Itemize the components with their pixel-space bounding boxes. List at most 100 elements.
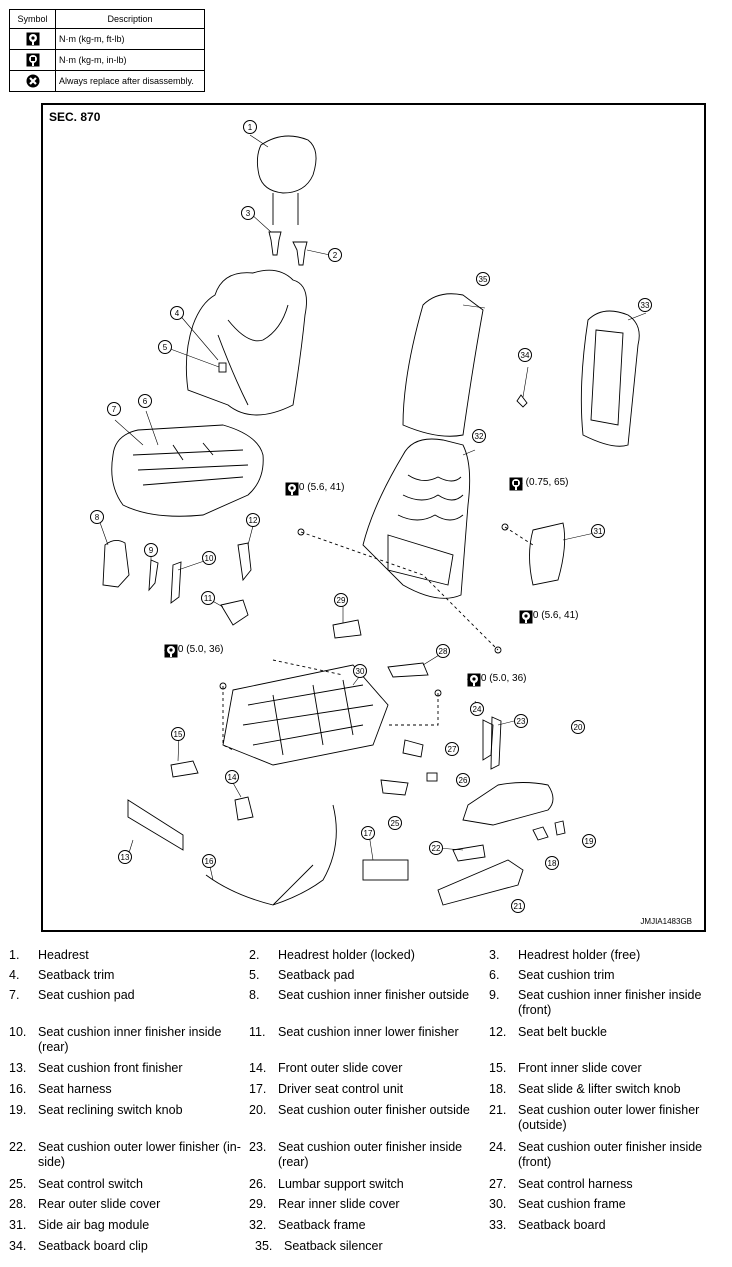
legend-text: Seatback silencer bbox=[284, 1239, 383, 1253]
legend-item: 26. Lumbar support switch bbox=[249, 1177, 489, 1197]
legend-number: 9. bbox=[489, 988, 500, 1002]
replace-x-icon bbox=[26, 74, 39, 88]
description-header: Description bbox=[55, 9, 205, 29]
legend-number: 26. bbox=[249, 1177, 267, 1191]
legend-number: 21. bbox=[489, 1103, 507, 1117]
callout-30: 30 bbox=[353, 664, 367, 678]
legend-item: 12.Seat belt buckle bbox=[489, 1025, 729, 1061]
legend-text: Seat slide & lifter switch knob bbox=[518, 1082, 681, 1096]
legend-text: Lumbar support switch bbox=[278, 1177, 404, 1191]
legend-item: 24. Seat cushion outer finisher inside (f… bbox=[489, 1140, 729, 1177]
legend-row: 22. Seat cushion outer lower finisher (in… bbox=[9, 1140, 729, 1177]
headrest-part bbox=[256, 135, 317, 225]
torque-value: 7.4 (0.75, 65) bbox=[509, 477, 569, 488]
legend-item: 31.Side air bag module bbox=[9, 1218, 249, 1239]
seatback-frame-part bbox=[362, 438, 471, 599]
legend-item: 3.Headrest holder (free) bbox=[489, 948, 729, 968]
legend-row: 10.Seat cushion inner finisher inside (r… bbox=[9, 1025, 729, 1061]
legend-text: Seat control switch bbox=[38, 1177, 143, 1191]
legend-number: 13. bbox=[9, 1061, 27, 1075]
legend-text: Seat cushion trim bbox=[518, 968, 615, 982]
legend-text: Seat cushion outer lower finisher (in-si… bbox=[38, 1140, 241, 1169]
symbol-header: Symbol bbox=[9, 9, 56, 29]
callout-31: 31 bbox=[591, 524, 605, 538]
torque-wrench-small-icon bbox=[509, 477, 523, 491]
outer-finisher-outside-part bbox=[462, 782, 554, 826]
callout-13: 13 bbox=[118, 850, 132, 864]
callout-17: 17 bbox=[361, 826, 375, 840]
symbol-description: N·m (kg-m, in-lb) bbox=[55, 49, 205, 71]
callout-7: 7 bbox=[107, 402, 121, 416]
callout-10: 10 bbox=[202, 551, 216, 565]
callout-29: 29 bbox=[334, 593, 348, 607]
legend-item: 1.Headrest bbox=[9, 948, 249, 968]
legend-number: 28. bbox=[9, 1197, 27, 1211]
callout-3: 3 bbox=[241, 206, 255, 220]
rear-inner-slide-cover-part bbox=[332, 619, 362, 639]
legend-text: Front inner slide cover bbox=[518, 1061, 642, 1075]
legend-text: Seat reclining switch knob bbox=[38, 1103, 183, 1117]
torque-wrench-small-icon bbox=[26, 53, 39, 67]
callout-19: 19 bbox=[582, 834, 596, 848]
front-finisher-part bbox=[127, 799, 184, 851]
legend-number: 24. bbox=[489, 1140, 507, 1154]
legend-text: Seat cushion outer finisher inside (fron… bbox=[518, 1140, 703, 1169]
legend-item: 30.Seat cushion frame bbox=[489, 1197, 729, 1218]
legend-number: 33. bbox=[489, 1218, 507, 1232]
legend-item: 33.Seatback board bbox=[489, 1218, 729, 1239]
legend-number: 25. bbox=[9, 1177, 27, 1191]
legend-number: 22. bbox=[9, 1140, 27, 1154]
callout-1: 1 bbox=[243, 120, 257, 134]
legend-item: 27.Seat control harness bbox=[489, 1177, 729, 1197]
legend-text: Headrest bbox=[38, 948, 89, 962]
legend-item: 5.Seatback pad bbox=[249, 968, 489, 988]
callout-20: 20 bbox=[571, 720, 585, 734]
torque-value: 55.0 (5.6, 41) bbox=[285, 482, 345, 493]
legend-item: 17.Driver seat control unit bbox=[249, 1082, 489, 1103]
legend-item: 15. Front inner slide cover bbox=[489, 1061, 729, 1082]
seatback-board-part bbox=[580, 310, 640, 447]
symbol-description: Always replace after disassembly. bbox=[55, 70, 205, 92]
legend-number: 4. bbox=[9, 968, 20, 982]
legend-item: 14.Front outer slide cover bbox=[249, 1061, 489, 1082]
legend-item: 25. Seat control switch bbox=[9, 1177, 249, 1197]
torque-value: 49.0 (5.0, 36) bbox=[467, 673, 527, 684]
legend-text: Seatback trim bbox=[38, 968, 115, 982]
torque-label: 49.0 (5.0, 36) bbox=[164, 644, 223, 658]
legend-text: Seat cushion outer lower finisher (outsi… bbox=[518, 1103, 700, 1132]
exploded-diagram: SEC. 870 bbox=[41, 103, 706, 932]
legend-number: 35. bbox=[255, 1239, 273, 1253]
seat-belt-buckle-part bbox=[237, 542, 252, 582]
legend-number: 32. bbox=[249, 1218, 267, 1232]
seat-cushion-part bbox=[111, 424, 264, 517]
callout-25: 25 bbox=[388, 816, 402, 830]
legend-number: 27. bbox=[489, 1177, 507, 1191]
legend-item: 22. Seat cushion outer lower finisher (in… bbox=[9, 1140, 249, 1177]
callout-15: 15 bbox=[171, 727, 185, 741]
legend-text: Seat cushion outer finisher inside (rear… bbox=[278, 1140, 463, 1169]
legend-number: 17. bbox=[249, 1082, 267, 1096]
control-unit-part bbox=[362, 859, 409, 881]
callout-leaders bbox=[97, 134, 647, 881]
leader-lines bbox=[222, 526, 534, 751]
legend-number: 10. bbox=[9, 1025, 27, 1039]
legend-number: 14. bbox=[249, 1061, 267, 1075]
torque-label: 55.0 (5.6, 41) bbox=[285, 482, 345, 496]
lumbar-switch-part bbox=[426, 772, 438, 782]
torque-wrench-icon bbox=[467, 673, 481, 687]
front-inner-slide-cover-part bbox=[170, 760, 199, 778]
legend-text: Seat cushion inner lower finisher bbox=[278, 1025, 459, 1039]
legend-text: Seat cushion inner finisher outside bbox=[278, 988, 470, 1002]
callout-26: 26 bbox=[456, 773, 470, 787]
legend-number: 3. bbox=[489, 948, 500, 962]
torque-wrench-icon bbox=[164, 644, 178, 658]
legend-number: 15. bbox=[489, 1061, 507, 1075]
torque-wrench-icon bbox=[26, 32, 39, 46]
legend-number: 20. bbox=[249, 1103, 267, 1117]
